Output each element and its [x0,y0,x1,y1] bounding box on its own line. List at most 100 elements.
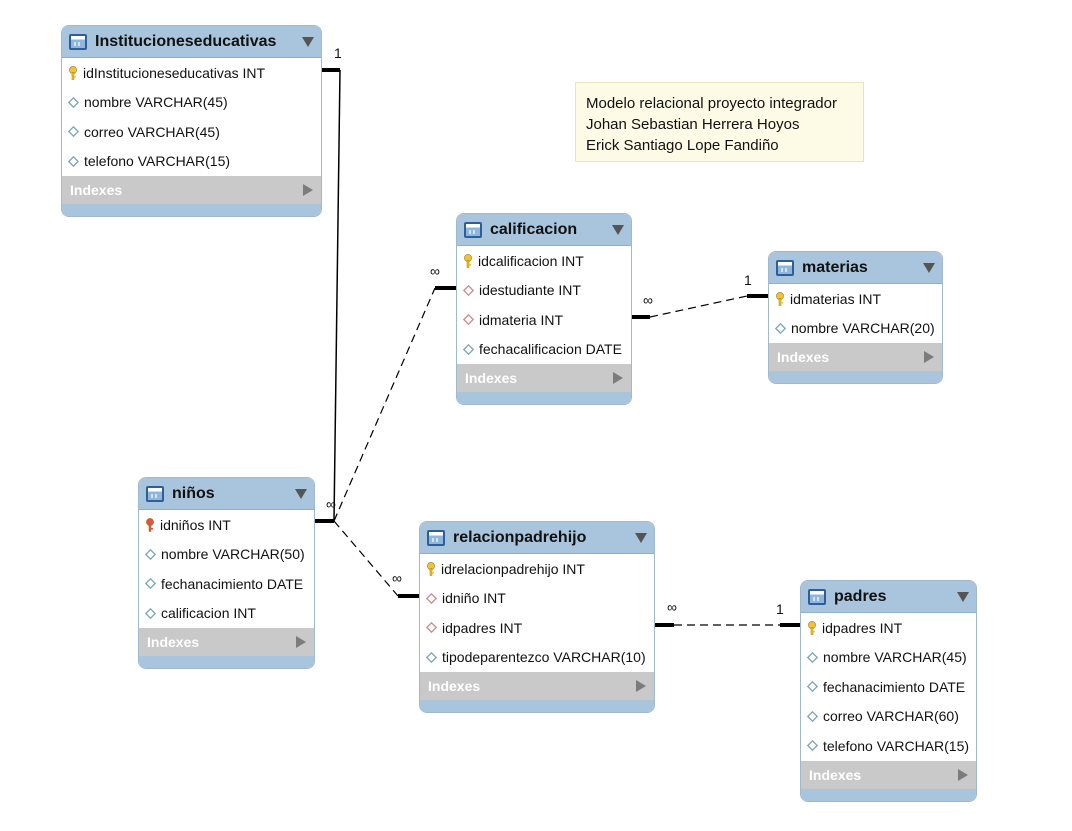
column-row[interactable]: correo VARCHAR(45) [62,117,321,147]
column-text: idestudiante INT [479,282,581,299]
entity-header[interactable]: niños [139,478,314,510]
attribute-icon [68,155,79,167]
card-calificacion-many-right: ∞ [643,292,653,308]
table-icon [464,221,482,238]
column-text: fechacalificacion DATE [479,341,622,358]
column-text: idInstitucioneseducativas INT [83,64,266,81]
indexes-section[interactable]: Indexes [801,760,976,789]
column-row[interactable]: nombre VARCHAR(45) [801,643,976,673]
collapse-triangle-icon[interactable] [612,224,624,235]
expand-triangle-icon[interactable] [924,351,934,363]
entity-materias[interactable]: materias idmaterias INT nombre VARCHAR(20… [768,251,943,384]
column-list: idniños INT nombre VARCHAR(50) fechanacimi… [139,510,314,628]
column-row[interactable]: tipodeparentezco VARCHAR(10) [420,643,654,673]
column-list: idrelacionpadrehijo INT idniño INT idpadre… [420,554,654,672]
indexes-section[interactable]: Indexes [139,628,314,656]
column-list: idmaterias INT nombre VARCHAR(20) [769,284,942,343]
column-row[interactable]: nombre VARCHAR(50) [139,540,314,570]
expand-triangle-icon[interactable] [613,372,623,384]
primary-foreign-key-icon [146,517,154,532]
column-row[interactable]: fechacalificacion DATE [457,335,631,365]
column-row[interactable]: nombre VARCHAR(45) [62,88,321,118]
collapse-triangle-icon[interactable] [302,36,314,47]
entity-relacionpadrehijo[interactable]: relacionpadrehijo idrelacionpadrehijo IN… [419,521,655,713]
column-text: correo VARCHAR(45) [84,123,220,140]
primary-key-icon [464,253,472,268]
column-text: idniños INT [160,516,231,533]
card-instituciones-one: 1 [334,45,342,61]
collapse-triangle-icon[interactable] [635,532,647,543]
column-row[interactable]: telefono VARCHAR(15) [801,731,976,761]
column-row[interactable]: fechanacimiento DATE [139,569,314,599]
entity-institucioneseducativas[interactable]: Institucioneseducativas idInstitucionese… [61,25,322,217]
column-text: nombre VARCHAR(50) [161,546,305,563]
entity-ninos[interactable]: niños idniños INT nombre VARCHAR(50) fecha… [138,477,315,669]
column-row[interactable]: idestudiante INT [457,276,631,306]
note-line-title: Modelo relacional proyecto integrador [586,95,837,112]
column-row[interactable]: nombre VARCHAR(20) [769,314,942,344]
entity-name: calificacion [490,220,578,238]
column-row[interactable]: calificacion INT [139,599,314,629]
column-row[interactable]: idpadres INT [420,613,654,643]
column-row[interactable]: idmaterias INT [769,284,942,314]
collapse-triangle-icon[interactable] [295,488,307,499]
column-row[interactable]: telefono VARCHAR(15) [62,147,321,177]
collapse-triangle-icon[interactable] [957,591,969,602]
column-row[interactable]: correo VARCHAR(60) [801,702,976,732]
column-row[interactable]: idpadres INT [801,613,976,643]
entity-footer [457,392,631,404]
column-row[interactable]: idniños INT [139,510,314,540]
entity-name: relacionpadrehijo [453,528,587,546]
entity-header[interactable]: padres [801,581,976,613]
column-row[interactable]: idcalificacion INT [457,246,631,276]
diagram-note[interactable]: Modelo relacional proyecto integrador Jo… [575,82,864,162]
rel-instituciones-ninos[interactable] [314,68,341,523]
expand-triangle-icon[interactable] [296,636,306,648]
rel-ninos-calificacion[interactable] [333,286,456,522]
column-text: idniño INT [442,590,506,607]
column-row[interactable]: idniño INT [420,584,654,614]
column-text: correo VARCHAR(60) [823,708,959,725]
foreign-key-icon [426,622,437,634]
indexes-section[interactable]: Indexes [62,176,321,204]
column-text: idpadres INT [442,619,523,636]
attribute-icon [426,651,437,663]
expand-triangle-icon[interactable] [958,768,968,781]
entity-header[interactable]: calificacion [457,214,631,246]
entity-calificacion[interactable]: calificacion idcalificacion INT idestudia… [456,213,632,405]
table-icon [427,529,445,546]
column-row[interactable]: fechanacimiento DATE [801,672,976,702]
primary-key-icon [427,561,435,576]
collapse-triangle-icon[interactable] [923,262,935,273]
card-relacion-many-right: ∞ [667,599,677,615]
rel-materias-calificacion[interactable] [631,294,768,319]
entity-header[interactable]: materias [769,252,942,284]
indexes-section[interactable]: Indexes [769,343,942,371]
entity-header[interactable]: Institucioneseducativas [62,26,321,58]
column-text: fechanacimiento DATE [161,575,304,592]
indexes-section[interactable]: Indexes [420,672,654,700]
table-icon [776,259,794,276]
expand-triangle-icon[interactable] [636,680,646,692]
primary-key-icon [808,620,816,635]
attribute-icon [145,548,156,560]
attribute-icon [68,96,79,108]
expand-triangle-icon[interactable] [303,184,313,196]
indexes-section[interactable]: Indexes [457,364,631,392]
card-padres-one: 1 [776,601,784,617]
primary-key-icon [69,65,77,80]
entity-footer [801,788,976,801]
card-materias-one: 1 [744,272,752,288]
column-text: idmaterias INT [790,290,882,307]
column-row[interactable]: idrelacionpadrehijo INT [420,554,654,584]
entity-header[interactable]: relacionpadrehijo [420,522,654,554]
rel-ninos-relacion[interactable] [333,520,419,598]
column-row[interactable]: idmateria INT [457,305,631,335]
foreign-key-icon [463,284,474,296]
column-row[interactable]: idInstitucioneseducativas INT [62,58,321,88]
column-text: telefono VARCHAR(15) [823,737,970,754]
column-text: fechanacimiento DATE [823,678,966,695]
foreign-key-icon [426,592,437,604]
